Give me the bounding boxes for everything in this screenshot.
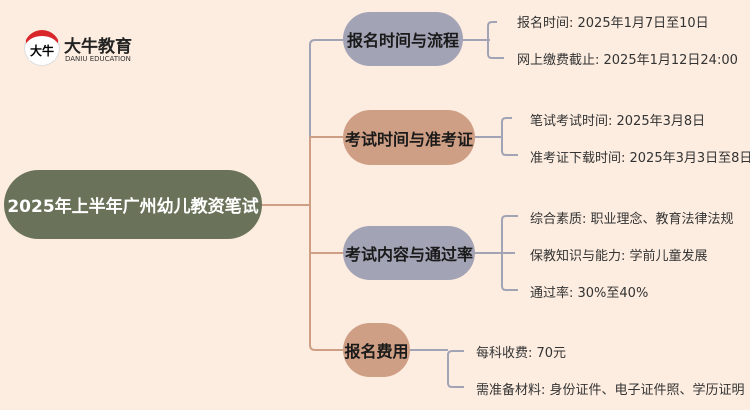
branch-exam-content[interactable]: 考试内容与通过率 [343,226,475,280]
logo-name: 大牛教育 [64,37,132,57]
root-node[interactable]: 2025年上半年广州幼儿教资笔试 [4,170,262,239]
leaf: 网上缴费截止: 2025年1月12日24:00 [517,53,738,68]
leaf: 综合素质: 职业理念、教育法律法规 [530,212,734,227]
leaf: 报名时间: 2025年1月7日至10日 [517,16,709,31]
logo-subtitle: DANIU EDUCATION [65,55,131,63]
leaf: 每科收费: 70元 [476,346,567,361]
leaf: 通过率: 30%至40% [530,286,649,301]
leaf: 保教知识与能力: 学前儿童发展 [530,249,708,264]
leaf: 需准备材料: 身份证件、电子证件照、学历证明 [476,383,745,398]
leaf: 准考证下载时间: 2025年3月3日至8日 [530,151,750,166]
leaf: 笔试考试时间: 2025年3月8日 [530,114,706,129]
branch-registration[interactable]: 报名时间与流程 [343,12,463,66]
logo-mark: 大牛 [24,30,60,66]
branch-fees[interactable]: 报名费用 [343,323,410,377]
branch-exam-time[interactable]: 考试时间与准考证 [343,110,475,165]
